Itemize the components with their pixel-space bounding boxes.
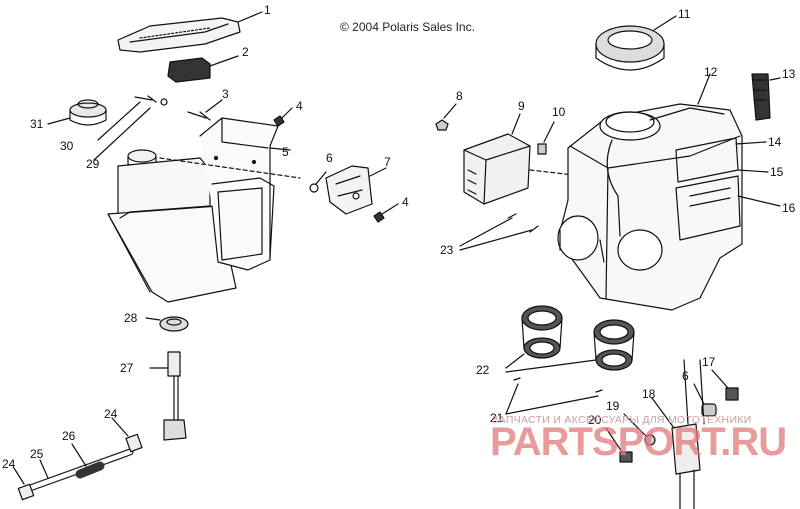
part-4-nut-top [273,107,293,127]
callout-14: 14 [768,135,782,149]
callout-30: 30 [60,139,74,153]
part-7-bracket [309,165,387,215]
part-3-bolt [187,99,223,121]
part-5-tank-assembly [107,117,301,303]
callout-24: 24 [2,457,16,471]
callout-10: 10 [552,105,566,119]
callout-3: 3 [222,87,229,101]
callout-numbers: 1 2 3 4 4 5 6 6 7 8 9 10 11 12 13 14 15 … [2,3,796,471]
part-4-nut-bottom [373,203,399,223]
callout-28: 28 [124,311,138,325]
callout-1: 1 [264,3,271,17]
callout-17: 17 [702,355,716,369]
callout-16: 16 [782,201,796,215]
callout-18: 18 [642,387,656,401]
callout-22: 22 [476,363,490,377]
callout-5: 5 [282,145,289,159]
callout-4: 4 [402,195,409,209]
part-6-spacer [693,383,717,417]
callout-8: 8 [456,89,463,103]
callout-11: 11 [678,7,691,21]
callout-15: 15 [770,165,784,179]
callout-6: 6 [682,369,689,383]
part-27-sender [149,351,187,441]
callout-19: 19 [606,399,620,413]
part-28-grommet [145,316,189,332]
callout-24: 24 [104,407,118,421]
callout-27: 27 [120,361,134,375]
callout-9: 9 [518,99,525,113]
callout-6: 6 [326,151,333,165]
part-11-ring [595,15,677,71]
watermark-logo: PARTSPORT.RU [490,420,787,464]
part-20-bolt [605,427,633,463]
part-13-clip [751,73,781,121]
callout-20: 20 [588,413,602,427]
part-17-bolt [711,369,739,401]
part-19-washer [623,413,656,446]
part-31-cap [47,99,107,126]
watermark-tagline: ЗАПЧАСТИ И АКСЕССУАРЫ ДЛЯ МОТОТЕХНИКИ [492,414,752,426]
callout-7: 7 [384,155,391,169]
part-9-module [463,113,531,205]
part-1-cover [117,11,263,53]
callout-26: 26 [62,429,76,443]
part-25-tube [13,417,143,501]
part-23-screws [459,213,539,251]
callout-12: 12 [704,65,718,79]
callout-25: 25 [30,447,44,461]
callout-31: 31 [30,117,44,131]
callout-2: 2 [242,45,249,59]
part-8-clip [435,103,457,131]
callout-21: 21 [490,411,504,425]
part-12-airbox [557,73,781,311]
part-2-block [167,55,239,83]
callout-4: 4 [296,99,303,113]
part-21-screws [505,377,603,415]
callout-29: 29 [86,157,100,171]
copyright-text: © 2004 Polaris Sales Inc. [340,20,475,34]
part-22-boots [505,305,635,373]
callout-13: 13 [782,67,796,81]
part-30-screw [93,95,168,161]
callout-23: 23 [440,243,454,257]
part-18-bracket [651,359,705,509]
